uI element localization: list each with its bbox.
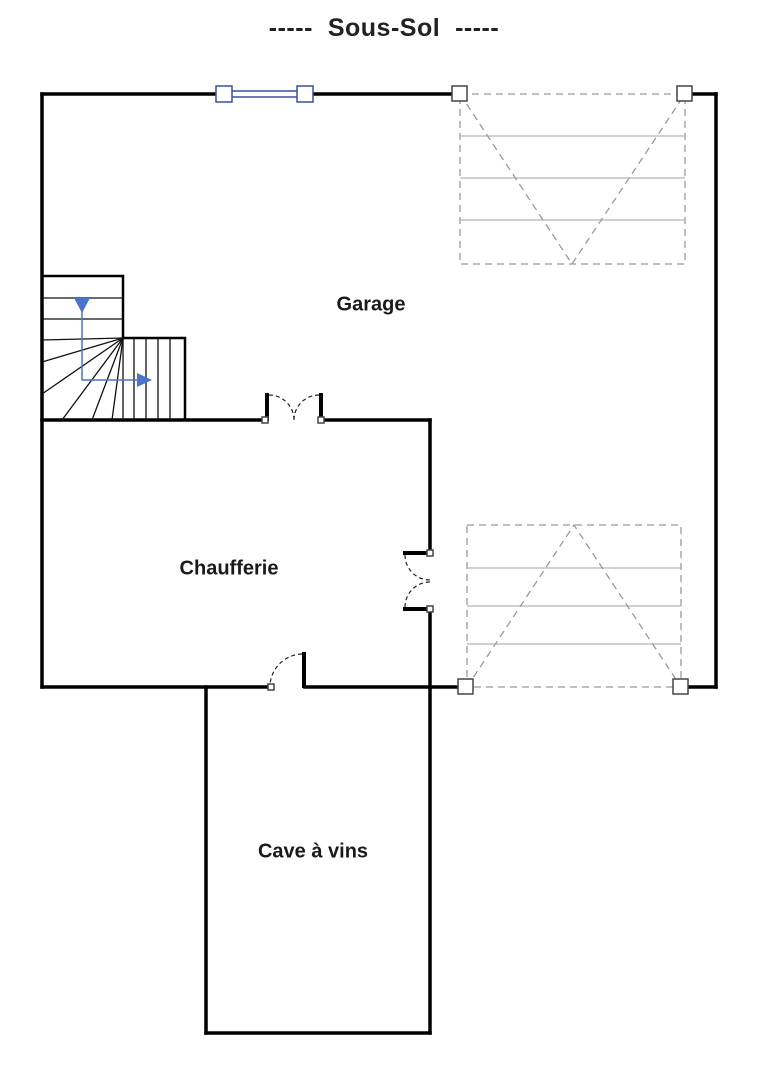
stair-winder [111, 337, 124, 421]
stair-winder [91, 337, 124, 421]
staircase [40, 274, 187, 422]
garage-post [676, 85, 693, 102]
stair-outline-lower [121, 336, 187, 422]
vehicle-v-mark [459, 93, 686, 266]
plan-title: ----- Sous-Sol ----- [0, 14, 768, 43]
room-label-cave: Cave à vins [257, 840, 369, 863]
door-chaufferie-cave[interactable] [267, 652, 306, 691]
walls [40, 92, 718, 1035]
parking-space-bottom [457, 523, 689, 695]
side-door-leaf-top [403, 551, 431, 555]
side-door-swing-top [404, 554, 431, 581]
window-frame-right [296, 85, 314, 103]
vehicle-outline [459, 93, 686, 265]
door-leaf-right [319, 393, 323, 421]
room-label-chaufferie: Chaufferie [179, 557, 279, 580]
side-door-swing-bottom [404, 581, 431, 608]
stair-outline-upper [40, 274, 125, 340]
stair-arrow-right-icon [137, 373, 152, 387]
vehicle-v-mark [466, 523, 682, 688]
title-text: Sous-Sol [327, 14, 441, 42]
stair-winder [61, 337, 124, 421]
window-frame-left [215, 85, 233, 103]
garage-post [451, 85, 468, 102]
side-door-leaf-bottom [403, 607, 431, 611]
door-swing-left [268, 394, 295, 421]
side-door-jamb-bottom [426, 605, 434, 613]
parking-space-top [451, 85, 693, 266]
door-swing-right [293, 394, 320, 421]
door-chaufferie-garage-side[interactable] [403, 549, 434, 613]
door-jamb-right [317, 416, 325, 424]
door-garage-chaufferie[interactable] [261, 393, 325, 424]
cave-door-leaf [302, 652, 306, 688]
stair-direction-line [81, 304, 140, 381]
cave-door-swing [269, 653, 303, 688]
side-door-jamb-top [426, 549, 434, 557]
title-rule-right: ----- [455, 14, 500, 42]
cave-door-jamb [267, 683, 275, 691]
room-label-garage: Garage [336, 293, 406, 316]
title-rule-left: ----- [268, 14, 313, 42]
window [215, 85, 314, 103]
door-leaf-left [265, 393, 269, 421]
door-jamb-left [261, 416, 269, 424]
garage-post [457, 678, 474, 695]
stair-arrow-down-icon [74, 298, 90, 313]
garage-post [672, 678, 689, 695]
